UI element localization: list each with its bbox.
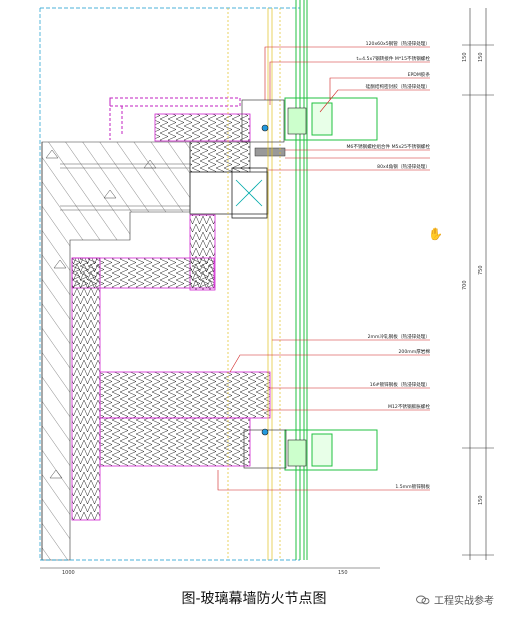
label-epdm: EPDM胶条	[408, 71, 431, 78]
label-rockwool: 200mm厚岩棉	[399, 348, 431, 355]
watermark-text: 工程实战参考	[434, 596, 494, 607]
dim-bottom-right: 150	[338, 570, 348, 576]
concrete-slab	[41, 141, 191, 561]
leader-lines	[217, 46, 430, 491]
dim-top: 150	[462, 52, 468, 62]
dim-top2: 150	[478, 52, 484, 62]
reference-lines	[39, 7, 300, 561]
label-sheet: 2mm冷轧钢板（热浸锌处理）	[368, 333, 430, 340]
dim-mid-total: 700	[462, 280, 468, 290]
rockwool-insulation	[71, 113, 271, 521]
steel-bracket	[189, 167, 269, 219]
dimension-column	[462, 8, 494, 560]
figure-caption: 图-玻璃幕墙防火节点图	[181, 591, 327, 607]
transom-details	[241, 99, 307, 469]
hand-cursor-icon: ✋	[428, 227, 443, 241]
wechat-icon	[416, 595, 430, 604]
top-fire-barrier	[109, 97, 241, 140]
label-angle: 80x4角钢（热浸锌处理）	[377, 163, 430, 170]
label-ss-bolts: M6不锈钢螺栓组合件 M5x25不锈钢螺栓	[346, 143, 430, 150]
label-fireproof-board: 16#镀锌钢板（热浸锌处理）	[370, 381, 430, 388]
yellow-guide-lines	[227, 8, 281, 560]
label-tube: 120x60x5钢管（热浸锌处理）	[366, 40, 430, 47]
dim-bottom-left: 1000	[62, 570, 75, 576]
dim-mid: 750	[478, 265, 484, 275]
curtain-wall-fire-node-drawing: 150 150 700 750 150 1000 150 120x60x5钢管（…	[39, 0, 494, 576]
watermark: 工程实战参考	[416, 592, 494, 607]
dim-bottom: 150	[478, 495, 484, 505]
label-sealant: 硅酮结构密封胶（热浸锌处理）	[366, 83, 430, 90]
curtain-wall-mullion	[284, 0, 378, 560]
label-foil: 1.5mm镀锌钢板	[395, 483, 430, 490]
label-steel-piece: t=4.5x7钢转接件 M*15不锈钢螺栓	[356, 55, 430, 62]
label-m12: M12不锈钢膨胀螺栓	[388, 403, 430, 410]
